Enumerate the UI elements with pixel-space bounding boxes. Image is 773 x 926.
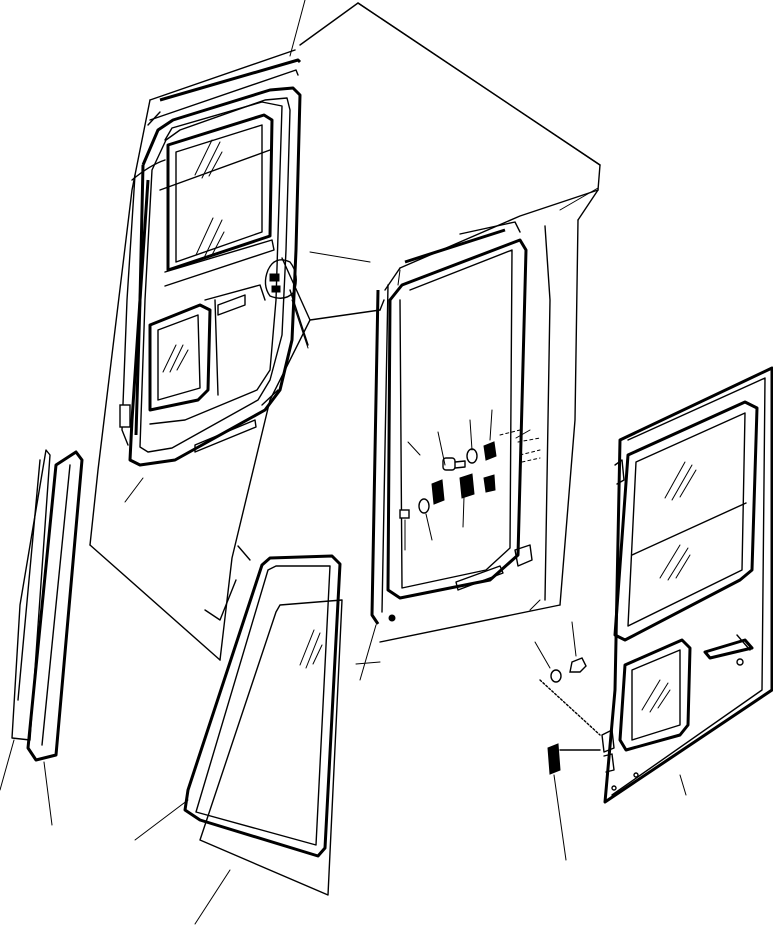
door-lock-plate (431, 479, 445, 505)
right-door-glass-upper (613, 400, 759, 642)
side-glass-strip (11, 449, 51, 741)
hinge-plate (547, 743, 561, 775)
corner-glass-pane (199, 599, 343, 896)
cab-body (89, 2, 601, 661)
door-handle (703, 638, 754, 660)
latch-striker (483, 441, 497, 461)
right-door (601, 366, 773, 804)
side-glass-seal-strip (26, 450, 84, 762)
hinge-parts (539, 657, 601, 775)
corner-glass-seal (183, 554, 342, 858)
rear-window-frame (370, 221, 541, 625)
door-lock-bolt (442, 457, 456, 471)
hinge-washer (550, 669, 562, 683)
door-lock-parts (399, 441, 497, 519)
leader-lines (0, 0, 687, 925)
door-lock-washer (466, 448, 478, 464)
left-door-frame (119, 58, 309, 467)
right-door-glass-lower (618, 638, 692, 752)
hinge-bolt (569, 657, 587, 673)
